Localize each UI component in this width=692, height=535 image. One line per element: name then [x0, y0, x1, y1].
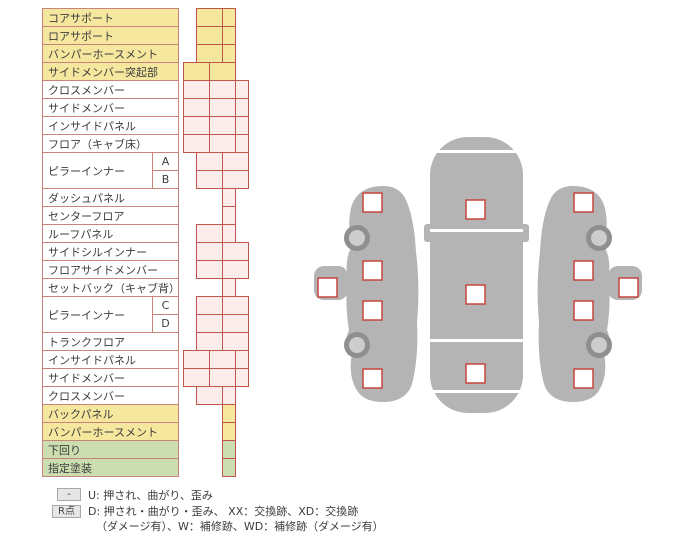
row-label: ダッシュパネル [42, 188, 179, 207]
rear-window-line [430, 339, 523, 342]
inspection-marker[interactable] [362, 300, 383, 321]
frame-cell-C[interactable] [222, 458, 236, 477]
row-label: ロアサポート [42, 26, 179, 45]
row-label: フロア（キャブ床） [42, 134, 179, 153]
row-label: フロアサイドメンバー [42, 260, 179, 279]
inspection-marker[interactable] [465, 363, 486, 384]
row-label: バンパーホースメント [42, 44, 179, 63]
legend-key-dash: - [57, 488, 81, 501]
inspection-marker[interactable] [362, 260, 383, 281]
row-label: サイドメンバー [42, 98, 179, 117]
wheel-hub-icon [591, 230, 607, 246]
row-label: ルーフパネル [42, 224, 179, 243]
legend-line-1: U: 押され、曲がり、歪み [88, 489, 213, 502]
row-label: セットバック（キャブ背） [42, 278, 179, 297]
inspection-marker[interactable] [573, 368, 594, 389]
legend-line-3: （ダメージ有）、W：補修跡、WD：補修跡（ダメージ有） [96, 520, 384, 533]
car-top-view [424, 137, 529, 413]
row-label: サイドメンバー突起部 [42, 62, 179, 81]
frame-cell-R[interactable] [235, 368, 249, 387]
inspection-marker[interactable] [362, 368, 383, 389]
wheel-hub-icon [591, 337, 607, 353]
row-label: サイドシルインナー [42, 242, 179, 261]
rear-bumper-line [433, 390, 520, 393]
inspection-marker[interactable] [573, 260, 594, 281]
inspection-marker[interactable] [465, 199, 486, 220]
legend-key-rten: R点 [52, 505, 81, 518]
row-label: トランクフロア [42, 332, 179, 351]
inspection-marker[interactable] [317, 277, 338, 298]
inspection-marker[interactable] [465, 284, 486, 305]
inspection-marker[interactable] [573, 192, 594, 213]
inspection-marker[interactable] [362, 192, 383, 213]
windshield-line [430, 229, 523, 232]
wheel-hub-icon [349, 337, 365, 353]
row-label: バックパネル [42, 404, 179, 423]
row-label: センターフロア [42, 206, 179, 225]
front-bumper-line [433, 150, 520, 153]
row-label: ピラーインナー [42, 296, 153, 333]
row-label: ピラーインナー [42, 152, 153, 189]
wheel-hub-icon [349, 230, 365, 246]
inspection-marker[interactable] [618, 277, 639, 298]
car-body-top [430, 137, 523, 413]
legend-line-2: D: 押され・曲がり・歪み、 XX：交換跡、XD：交換跡 [88, 505, 359, 518]
inspection-marker[interactable] [573, 300, 594, 321]
row-label: 指定塗装 [42, 458, 179, 477]
